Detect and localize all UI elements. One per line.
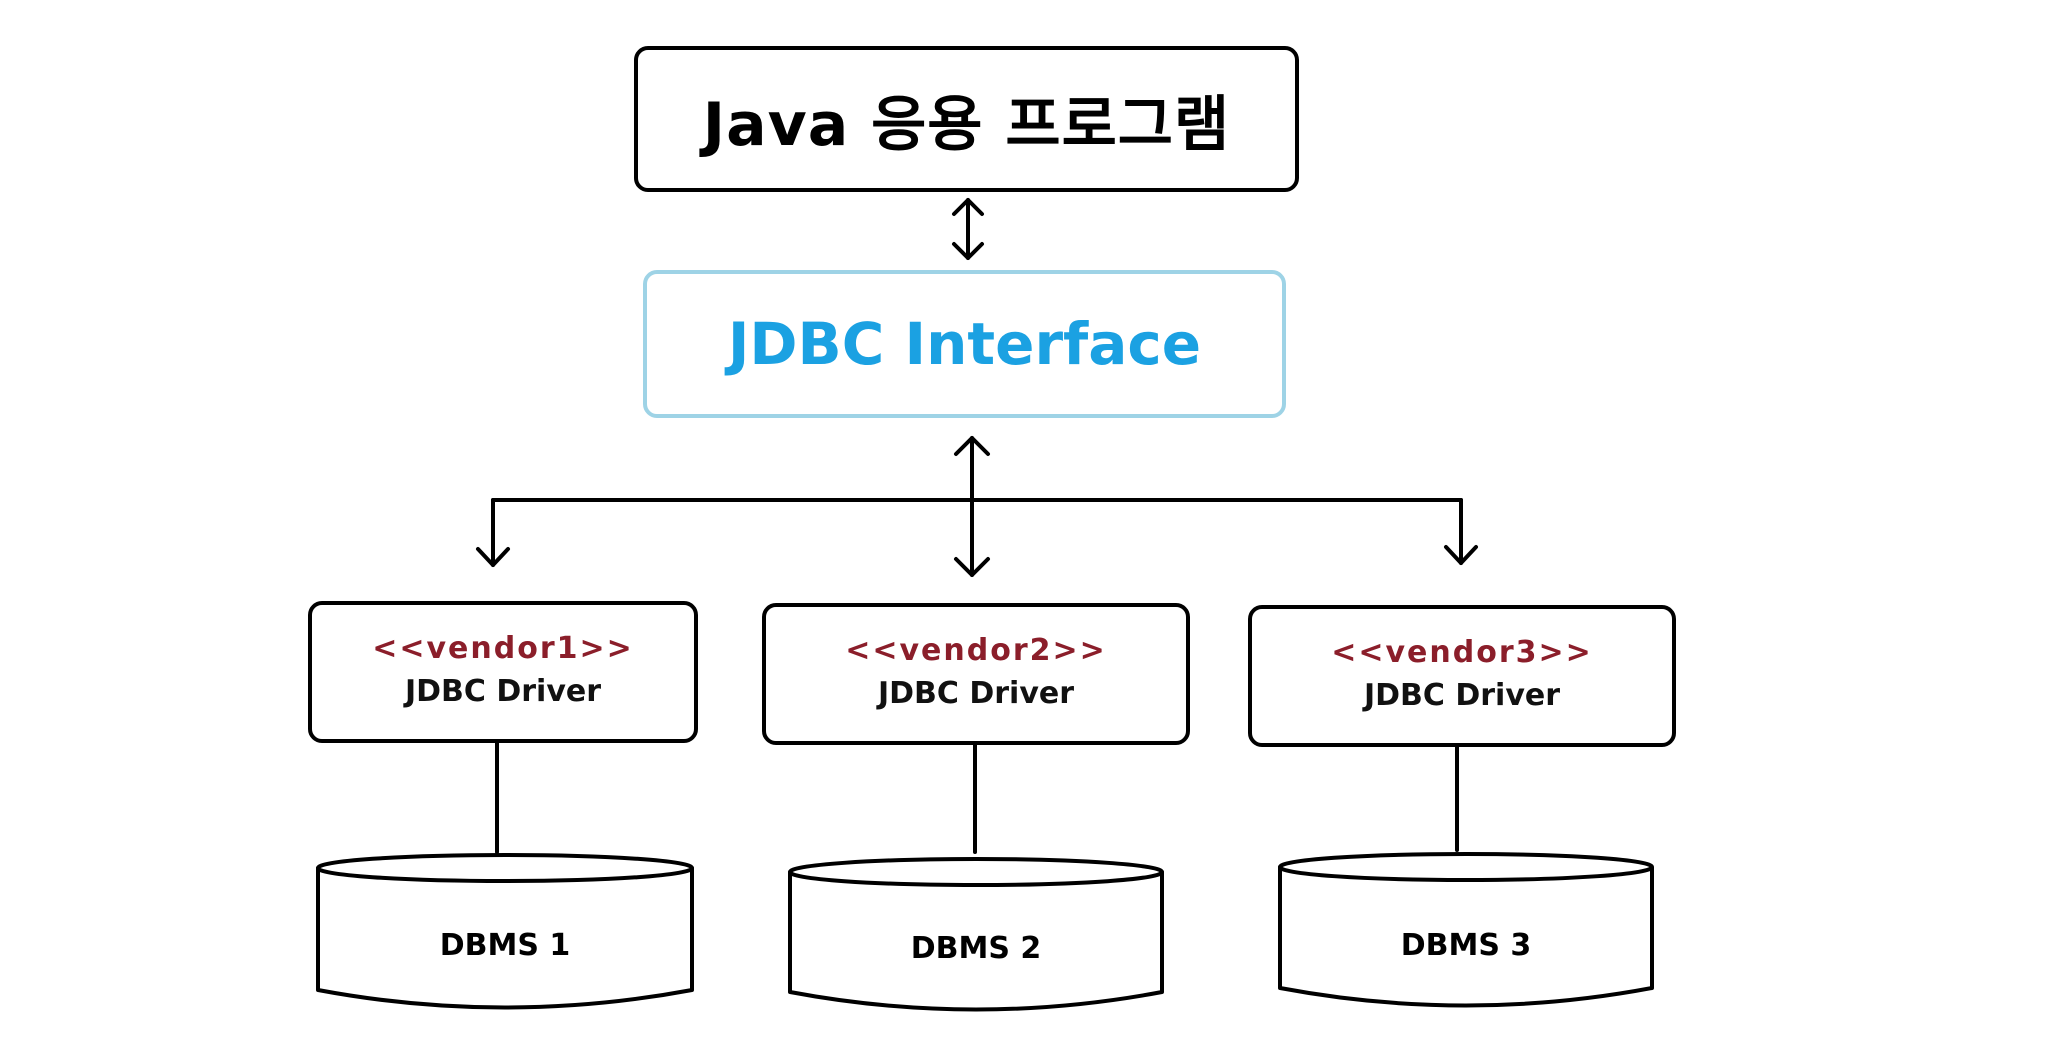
driver-label-2: JDBC Driver xyxy=(877,676,1075,711)
dbms-label-1: DBMS 1 xyxy=(439,928,571,963)
app-interface-arrow xyxy=(952,198,984,260)
driver-box-2: <<vendor2>> JDBC Driver xyxy=(762,603,1190,745)
jdbc-interface-title: JDBC Interface xyxy=(727,310,1202,378)
interface-driver-arrow xyxy=(954,436,990,577)
driver-box-1: <<vendor1>> JDBC Driver xyxy=(308,601,698,743)
driver3-arrow xyxy=(1444,498,1478,565)
database-shape-1 xyxy=(316,853,694,1010)
jdbc-interface-box: JDBC Interface xyxy=(643,270,1286,418)
dbms-label-2: DBMS 2 xyxy=(910,931,1042,966)
dbms-label-3: DBMS 3 xyxy=(1400,928,1532,963)
vendor-label-3: <<vendor3>> xyxy=(1331,635,1593,670)
java-app-title: Java 응용 프로그램 xyxy=(702,89,1231,160)
driver-box-3: <<vendor3>> JDBC Driver xyxy=(1248,605,1676,747)
driver1-arrow xyxy=(476,498,510,567)
java-app-box: Java 응용 프로그램 xyxy=(634,46,1299,192)
vendor-label-1: <<vendor1>> xyxy=(372,631,634,666)
driver-label-3: JDBC Driver xyxy=(1363,678,1561,713)
vendor-label-2: <<vendor2>> xyxy=(845,633,1107,668)
driver-label-1: JDBC Driver xyxy=(404,674,602,709)
database-shape-3 xyxy=(1278,852,1654,1008)
database-shape-2 xyxy=(788,857,1164,1012)
